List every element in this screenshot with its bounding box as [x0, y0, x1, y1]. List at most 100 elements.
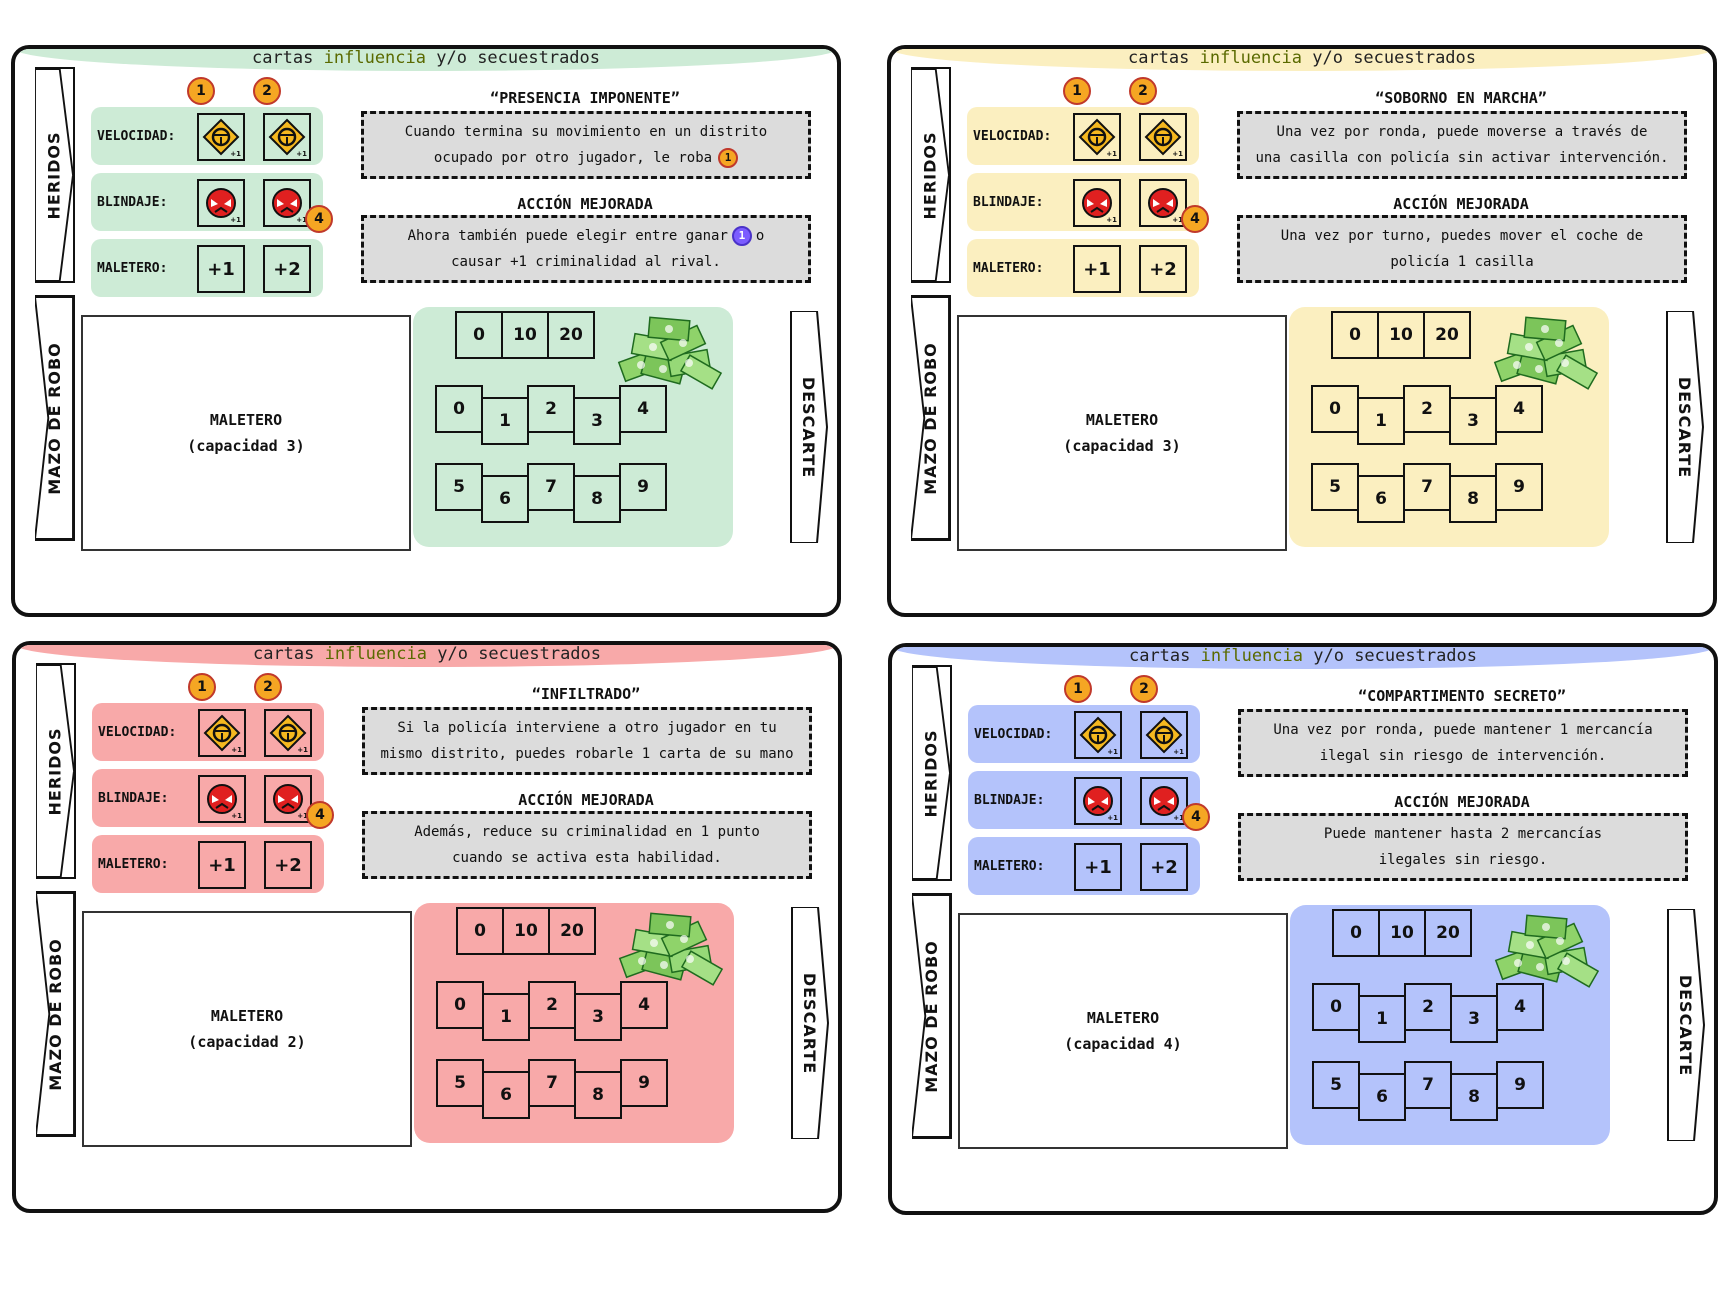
trunk-area[interactable]: MALETERO (capacidad 3): [957, 315, 1287, 551]
speed-slot-1[interactable]: +1: [1073, 113, 1121, 161]
armor-slot-2[interactable]: +1: [1140, 777, 1188, 825]
money-cell-2[interactable]: 2: [1403, 385, 1451, 433]
armored-mask-icon: [1148, 188, 1178, 218]
armor-slot-1[interactable]: +1: [197, 179, 245, 227]
ability-text-box: Si la policía interviene a otro jugador …: [362, 707, 812, 775]
money-cell-1[interactable]: 1: [481, 397, 529, 445]
money-cell-0[interactable]: 0: [1311, 385, 1359, 433]
discard-pile[interactable]: DESCARTE: [1666, 909, 1706, 1141]
speed-slot-2[interactable]: +1: [263, 113, 311, 161]
trunk-area[interactable]: MALETERO (capacidad 3): [81, 315, 411, 551]
money-cell-5[interactable]: 5: [436, 1059, 484, 1107]
money-cell-9[interactable]: 9: [1495, 463, 1543, 511]
money-cell-5[interactable]: 5: [1312, 1061, 1360, 1109]
money-cell-4[interactable]: 4: [619, 385, 667, 433]
speed-slot-2[interactable]: +1: [1140, 711, 1188, 759]
trunk-area[interactable]: MALETERO (capacidad 4): [958, 913, 1288, 1149]
heridos-pile[interactable]: HERIDOS: [912, 665, 952, 881]
money-cell-top-20[interactable]: 20: [1424, 909, 1472, 957]
top-title-keyword: influencia: [324, 644, 427, 664]
speed-slot-1[interactable]: +1: [1074, 711, 1122, 759]
money-cell-8[interactable]: 8: [574, 1071, 622, 1119]
money-cell-4[interactable]: 4: [1496, 983, 1544, 1031]
heridos-pile[interactable]: HERIDOS: [911, 67, 951, 283]
money-cell-3[interactable]: 3: [573, 397, 621, 445]
heridos-pile[interactable]: HERIDOS: [35, 67, 75, 283]
money-value-1: 1: [499, 411, 511, 431]
money-cell-3[interactable]: 3: [1450, 995, 1498, 1043]
draw-pile[interactable]: MAZO DE ROBO: [911, 295, 951, 541]
armor-slot-1[interactable]: +1: [1073, 179, 1121, 227]
trunk-slot-1[interactable]: +1: [197, 245, 245, 293]
money-value-0: 0: [1329, 399, 1341, 419]
money-cell-3[interactable]: 3: [1449, 397, 1497, 445]
money-cell-3[interactable]: 3: [574, 993, 622, 1041]
money-cell-top-0[interactable]: 0: [455, 311, 503, 359]
money-cell-6[interactable]: 6: [1358, 1073, 1406, 1121]
draw-pile[interactable]: MAZO DE ROBO: [912, 893, 952, 1139]
money-cell-7[interactable]: 7: [528, 1059, 576, 1107]
speed-slot-1[interactable]: +1: [198, 709, 246, 757]
speed-slot-1[interactable]: +1: [197, 113, 245, 161]
discard-pile[interactable]: DESCARTE: [790, 907, 830, 1139]
money-cell-top-0[interactable]: 0: [456, 907, 504, 955]
trunk-slot-2[interactable]: +2: [263, 245, 311, 293]
money-cell-8[interactable]: 8: [1450, 1073, 1498, 1121]
money-cell-0[interactable]: 0: [435, 385, 483, 433]
armor-slot-2[interactable]: +1: [263, 179, 311, 227]
money-cell-5[interactable]: 5: [1311, 463, 1359, 511]
money-cell-9[interactable]: 9: [619, 463, 667, 511]
armor-bonus-2: +1: [296, 216, 307, 224]
money-cell-top-20[interactable]: 20: [548, 907, 596, 955]
discard-pile[interactable]: DESCARTE: [1665, 311, 1705, 543]
armor-slot-2[interactable]: +1: [264, 775, 312, 823]
draw-pile[interactable]: MAZO DE ROBO: [35, 295, 75, 541]
money-cell-6[interactable]: 6: [481, 475, 529, 523]
armored-mask-icon: [1083, 786, 1113, 816]
money-cell-1[interactable]: 1: [1357, 397, 1405, 445]
money-cell-8[interactable]: 8: [573, 475, 621, 523]
trunk-slot-1[interactable]: +1: [1074, 843, 1122, 891]
money-cell-top-10[interactable]: 10: [502, 907, 550, 955]
money-cell-4[interactable]: 4: [1495, 385, 1543, 433]
trunk-slot-2[interactable]: +2: [1140, 843, 1188, 891]
heridos-pile[interactable]: HERIDOS: [36, 663, 76, 879]
money-cell-2[interactable]: 2: [528, 981, 576, 1029]
money-cell-1[interactable]: 1: [482, 993, 530, 1041]
money-cell-2[interactable]: 2: [1404, 983, 1452, 1031]
money-cell-7[interactable]: 7: [1404, 1061, 1452, 1109]
armor-slot-1[interactable]: +1: [198, 775, 246, 823]
trunk-row-label-text: MALETERO:: [974, 858, 1045, 874]
draw-pile[interactable]: MAZO DE ROBO: [36, 891, 76, 1137]
money-cell-5[interactable]: 5: [435, 463, 483, 511]
armor-slot-1[interactable]: +1: [1074, 777, 1122, 825]
trunk-slot-2[interactable]: +2: [264, 841, 312, 889]
money-cell-top-20[interactable]: 20: [1423, 311, 1471, 359]
money-cell-7[interactable]: 7: [527, 463, 575, 511]
money-cell-0[interactable]: 0: [436, 981, 484, 1029]
money-cell-top-10[interactable]: 10: [501, 311, 549, 359]
money-cell-6[interactable]: 6: [1357, 475, 1405, 523]
money-cell-8[interactable]: 8: [1449, 475, 1497, 523]
speed-slot-2[interactable]: +1: [264, 709, 312, 757]
money-cell-top-0[interactable]: 0: [1331, 311, 1379, 359]
money-cell-6[interactable]: 6: [482, 1071, 530, 1119]
money-cell-7[interactable]: 7: [1403, 463, 1451, 511]
trunk-slot-2[interactable]: +2: [1139, 245, 1187, 293]
speed-slot-2[interactable]: +1: [1139, 113, 1187, 161]
money-cell-top-10[interactable]: 10: [1377, 311, 1425, 359]
money-cell-1[interactable]: 1: [1358, 995, 1406, 1043]
trunk-slot-1[interactable]: +1: [198, 841, 246, 889]
trunk-area[interactable]: MALETERO (capacidad 2): [82, 911, 412, 1147]
money-cell-top-20[interactable]: 20: [547, 311, 595, 359]
money-cell-0[interactable]: 0: [1312, 983, 1360, 1031]
money-cell-top-10[interactable]: 10: [1378, 909, 1426, 957]
money-cell-2[interactable]: 2: [527, 385, 575, 433]
trunk-slot-1[interactable]: +1: [1073, 245, 1121, 293]
money-cell-9[interactable]: 9: [620, 1059, 668, 1107]
money-cell-9[interactable]: 9: [1496, 1061, 1544, 1109]
money-cell-top-0[interactable]: 0: [1332, 909, 1380, 957]
discard-pile[interactable]: DESCARTE: [789, 311, 829, 543]
armor-slot-2[interactable]: +1: [1139, 179, 1187, 227]
money-cell-4[interactable]: 4: [620, 981, 668, 1029]
